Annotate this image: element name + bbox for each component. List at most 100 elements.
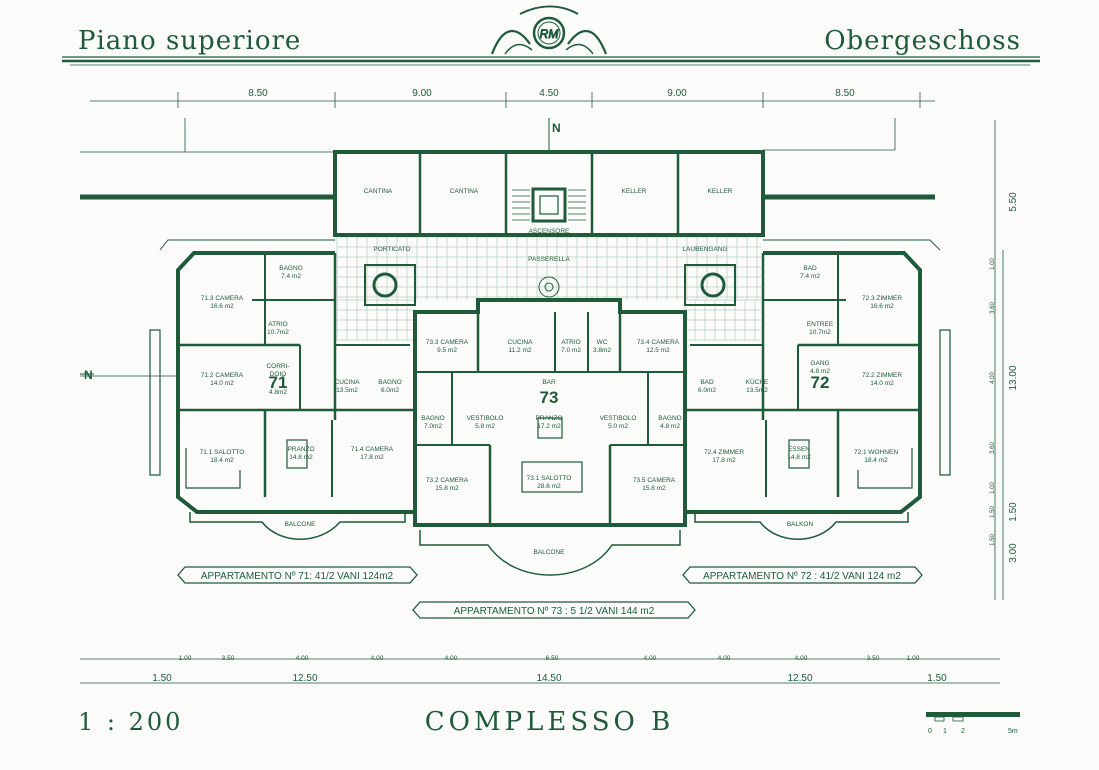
room-area: 5.0 m2 xyxy=(608,423,628,430)
dim-right-label: 3.60 xyxy=(990,442,996,454)
room-area: 7.4 m2 xyxy=(281,273,301,280)
room-area: 16.6 m2 xyxy=(210,303,234,310)
dim-right-label: 1.50 xyxy=(990,534,996,546)
room-area: 18.4 m2 xyxy=(210,457,234,464)
scale-label: 1 : 200 xyxy=(78,708,184,736)
room-area: 7.0 m2 xyxy=(561,347,581,354)
room-label: CANTINA xyxy=(450,188,479,195)
room-area: 14.8 m2 xyxy=(289,454,313,461)
room-area: 17.8 m2 xyxy=(360,454,384,461)
dim-bottom-small-label: 4.00 xyxy=(371,655,384,662)
room-area: 28.6 m2 xyxy=(537,483,561,490)
room-area: 6.0m2 xyxy=(381,387,399,394)
room-area: 15.8 m2 xyxy=(435,485,459,492)
room-area: 14.0 m2 xyxy=(870,380,894,387)
room-label: BALKON xyxy=(787,521,814,528)
room-label: 73.1 SALOTTO xyxy=(527,475,572,482)
room-label: CORRI- xyxy=(266,363,289,370)
room-label: KELLER xyxy=(622,188,647,195)
room-label: 72.4 ZIMMER xyxy=(704,449,744,456)
dim-bottom-small-label: 1.00 xyxy=(907,655,920,662)
room-label: ATRIO xyxy=(561,339,580,346)
dim-bottom-large-label: 14.50 xyxy=(536,673,561,684)
room-label: PRANZO xyxy=(535,415,562,422)
room-label: BAD xyxy=(700,379,714,386)
room-label: 72.1 WOHNEN xyxy=(854,449,898,456)
room-label: BALCONE xyxy=(284,521,316,528)
dim-top-label: 4.50 xyxy=(539,88,559,99)
room-label: 71.1 SALOTTO xyxy=(200,449,245,456)
room-area: 4.8 m2 xyxy=(810,368,830,375)
dim-bottom-small-label: 4.00 xyxy=(795,655,808,662)
dim-right-label: 1.00 xyxy=(990,482,996,494)
room-label: 71.3 CAMERA xyxy=(201,295,244,302)
room-area: 13.5m2 xyxy=(336,387,358,394)
room-area: 7.0m2 xyxy=(424,423,442,430)
dim-right-label: 3.60 xyxy=(990,302,996,314)
room-label: 71.2 CAMERA xyxy=(201,372,244,379)
room-label: LAUBENGANG xyxy=(682,246,727,253)
north-label: N xyxy=(552,121,561,135)
room-label: PRANZO xyxy=(287,446,314,453)
room-label: 73.4 CAMERA xyxy=(637,339,680,346)
dim-right-label: 3.00 xyxy=(1008,543,1019,563)
room-label: BAGNO xyxy=(421,415,444,422)
room-label: ESSEN xyxy=(788,446,810,453)
room-label: CUCINA xyxy=(335,379,361,386)
title-left: Piano superiore xyxy=(78,26,302,56)
title-right: Obergeschoss xyxy=(824,26,1021,56)
dim-bottom-large-label: 12.50 xyxy=(292,673,317,684)
legend-apt-72: APPARTAMENTO Nº 72 : 41/2 VANI 124 m2 xyxy=(703,571,901,582)
room-label: ASCENSORE xyxy=(529,228,570,235)
dim-right-label: 5.50 xyxy=(1008,192,1019,212)
room-area: 11.2 m2 xyxy=(508,347,531,354)
monogram: RM xyxy=(540,27,559,41)
scale-5m: 5m xyxy=(1008,728,1018,735)
dim-top-label: 9.00 xyxy=(412,88,432,99)
unit-number-71: 71 xyxy=(269,373,288,392)
dim-right-label: 4.00 xyxy=(990,372,996,384)
room-area: 17.2 m2 xyxy=(537,423,561,430)
room-label: PASSERELLA xyxy=(528,256,570,263)
dim-bottom-small-label: 3.50 xyxy=(222,655,235,662)
dim-top-label: 8.50 xyxy=(835,88,855,99)
unit-badges: 71 73 72 xyxy=(269,373,830,407)
dim-bottom-small-label: 3.50 xyxy=(867,655,880,662)
scale-bar: 0 1 2 5m xyxy=(926,712,1020,735)
dim-right-label: 1.50 xyxy=(1008,502,1019,522)
room-label: 72.3 ZIMMER xyxy=(862,295,902,302)
dim-bottom-large-label: 12.50 xyxy=(787,673,812,684)
west-marker: N xyxy=(84,368,93,382)
room-label: BAR xyxy=(542,379,556,386)
unit-number-72: 72 xyxy=(811,373,830,392)
room-label: CANTINA xyxy=(364,188,393,195)
room-area: DOIO xyxy=(270,371,287,378)
dim-bottom-small-label: 6.50 xyxy=(546,655,559,662)
room-area: 6.0m2 xyxy=(698,387,716,394)
scale-1: 1 xyxy=(943,728,947,735)
dim-bottom-small-label: 4.00 xyxy=(718,655,731,662)
header-ornament: RM xyxy=(62,5,1040,66)
room-area: 4.8 m2 xyxy=(660,423,680,430)
room-area: 16.6 m2 xyxy=(870,303,894,310)
room-label: VESTIBOLO xyxy=(467,415,504,422)
room-area: 7.4 m2 xyxy=(800,273,820,280)
dim-right-label: 1.50 xyxy=(990,506,996,518)
room-area: 3.8m2 xyxy=(593,347,611,354)
room-area: 10.7m2 xyxy=(809,329,831,336)
room-label: BAD xyxy=(803,265,817,272)
room-label: 72.2 ZIMMER xyxy=(862,372,902,379)
room-area: 12.5 m2 xyxy=(646,347,670,354)
room-label: BALCONE xyxy=(533,549,565,556)
legends: APPARTAMENTO Nº 71: 41/2 VANI 124m2 APPA… xyxy=(201,571,901,617)
room-area: 14.0 m2 xyxy=(210,380,234,387)
scale-2: 2 xyxy=(961,728,965,735)
room-label: WC xyxy=(597,339,608,346)
room-area: 15.8 m2 xyxy=(642,485,666,492)
dim-bottom-large-label: 1.50 xyxy=(152,673,172,684)
room-label: KÜCHE xyxy=(746,378,769,386)
complex-title: COMPLESSO B xyxy=(424,707,675,737)
room-label: 4.8m2 xyxy=(269,389,287,396)
